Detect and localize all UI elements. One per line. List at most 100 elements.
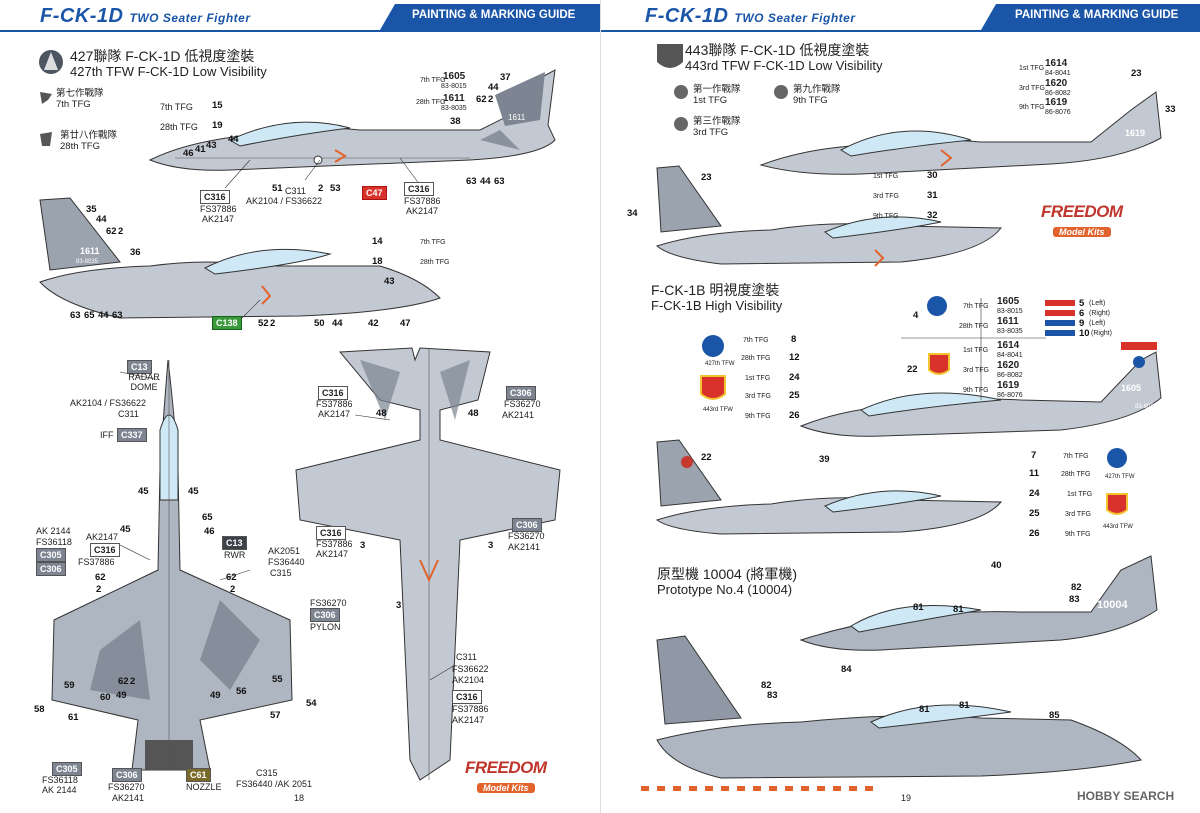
top-label: AK 2144: [42, 785, 77, 795]
svg-text:1619: 1619: [1125, 128, 1145, 138]
tfg-label: 1st TFG: [745, 375, 771, 382]
unit-3rd: 第三作戰隊 3rd TFG: [693, 116, 741, 138]
top-label: FS36118: [42, 775, 78, 785]
callout: 65: [84, 310, 95, 321]
serial-row-label: 7th TFG: [420, 77, 446, 84]
callout: 62: [226, 572, 237, 583]
callout: 49: [210, 690, 221, 701]
callout: 62: [95, 572, 106, 583]
color-chip: C316: [316, 526, 346, 540]
wing-row-serial: 1605: [997, 296, 1020, 307]
svg-text:1611: 1611: [80, 246, 100, 256]
stripe-side: (Right): [1091, 330, 1113, 337]
section-title-en: F-CK-1B High Visibility: [651, 298, 783, 313]
callout: 65: [202, 512, 213, 523]
section-title-zh: 原型機 10004 (將軍機): [657, 566, 798, 582]
callout: 47: [400, 318, 411, 329]
callout: 50: [314, 318, 325, 329]
callout: 2: [118, 226, 124, 237]
callout: 58: [34, 704, 45, 715]
callout: 35: [86, 204, 97, 215]
logo-line1: FREEDOM: [1041, 202, 1123, 221]
tfg-label: 7th TFG: [1063, 453, 1089, 460]
callout: 23: [1131, 68, 1142, 79]
callout: 62: [476, 94, 487, 105]
callout: 63: [466, 176, 477, 187]
callout: 2: [130, 676, 136, 687]
top-label: AK2147: [86, 532, 119, 542]
tfg-num: 24: [789, 372, 800, 383]
tfg-label: 28th TFG: [741, 355, 771, 362]
stripe-num: 9: [1079, 318, 1085, 329]
stripe-num: 6: [1079, 308, 1085, 319]
callout: 42: [368, 318, 379, 329]
logo-line2: Model Kits: [1053, 227, 1111, 237]
callout: 46: [183, 148, 194, 159]
bottom-label: FS36622: [452, 664, 489, 674]
tfg-label: 3rd TFG: [745, 393, 771, 400]
color-fs: FS37886: [200, 204, 237, 214]
top-label: C315: [256, 768, 278, 778]
color-chip: C13: [127, 360, 152, 374]
section-title-hv: F-CK-1B 明視度塗裝 F-CK-1B High Visibility: [651, 282, 782, 314]
wing-row-label: 7th TFG: [963, 303, 989, 310]
callout: 81: [959, 700, 970, 711]
callout: 45: [138, 486, 149, 497]
banner-type: F-CK-1D TWO Seater Fighter: [40, 5, 251, 28]
wing-row-label: 28th TFG: [959, 323, 989, 330]
svg-text:1611: 1611: [508, 113, 526, 122]
bottom-label: AK2141: [508, 542, 541, 552]
side2-tfg-label: 7th TFG: [420, 239, 446, 246]
serial-code: 86-8076: [1045, 109, 1071, 116]
callout: 3: [396, 600, 402, 611]
color-chip: C305: [52, 762, 82, 776]
bottom-label: AK2147: [316, 549, 349, 559]
callout: 44: [332, 318, 343, 329]
banner-type-text: F-CK-1D: [40, 5, 124, 27]
side-view-2: 1611 83-8035: [39, 197, 441, 319]
callout: 82: [761, 680, 772, 691]
callout: 63: [112, 310, 123, 321]
callout: 82: [1071, 582, 1082, 593]
tfg-num: 26: [1029, 528, 1040, 539]
wing-row-label: 1st TFG: [963, 347, 989, 354]
callout: 60: [100, 692, 111, 703]
top-label: AK2141: [112, 793, 145, 803]
callout: 39: [819, 454, 830, 465]
bottom-label: FS36270: [504, 399, 541, 409]
callout: 44: [96, 214, 107, 225]
top-label: AK2104 / FS36622: [70, 398, 147, 408]
bottom-label: C311: [456, 652, 477, 662]
top-label: FS36440: [268, 557, 305, 567]
color-chip: C306: [512, 518, 542, 532]
wing-row-serial: 1620: [997, 360, 1020, 371]
unit-28th-en: 28th TFG: [60, 141, 100, 152]
tfg-label: 7th TFG: [743, 337, 769, 344]
freedom-logo: FREEDOM Model Kits: [465, 758, 547, 796]
serial-code: 84-8041: [1045, 70, 1071, 77]
callout: 61: [68, 712, 79, 723]
unit-zh: 第一作戰隊: [693, 84, 741, 95]
wing-row-code: 83-8035: [997, 328, 1023, 335]
top-view: [51, 359, 293, 771]
tfg-num: 31: [927, 190, 938, 201]
banner-guide: PAINTING & MARKING GUIDE: [1015, 9, 1179, 21]
callout: 43: [384, 276, 395, 287]
callout: 4: [913, 310, 919, 321]
top-label: AK 2144: [36, 526, 71, 536]
callout: 2: [318, 183, 324, 194]
stripe-num: 5: [1079, 298, 1085, 309]
freedom-logo: FREEDOM Model Kits: [1041, 202, 1123, 240]
unit-9th: 第九作戰隊 9th TFG: [793, 84, 841, 106]
right-artwork: 1619 1605 10004: [641, 44, 1162, 791]
callout: 37: [500, 72, 511, 83]
page-number: 18: [294, 793, 305, 803]
top-label: FS36440 /AK 2051: [236, 779, 313, 789]
color-chip: C306: [36, 562, 66, 576]
wing-row-label: 9th TFG: [963, 387, 989, 394]
banner-subtitle: TWO Seater Fighter: [129, 11, 251, 25]
top-label: AK2051: [268, 546, 301, 556]
